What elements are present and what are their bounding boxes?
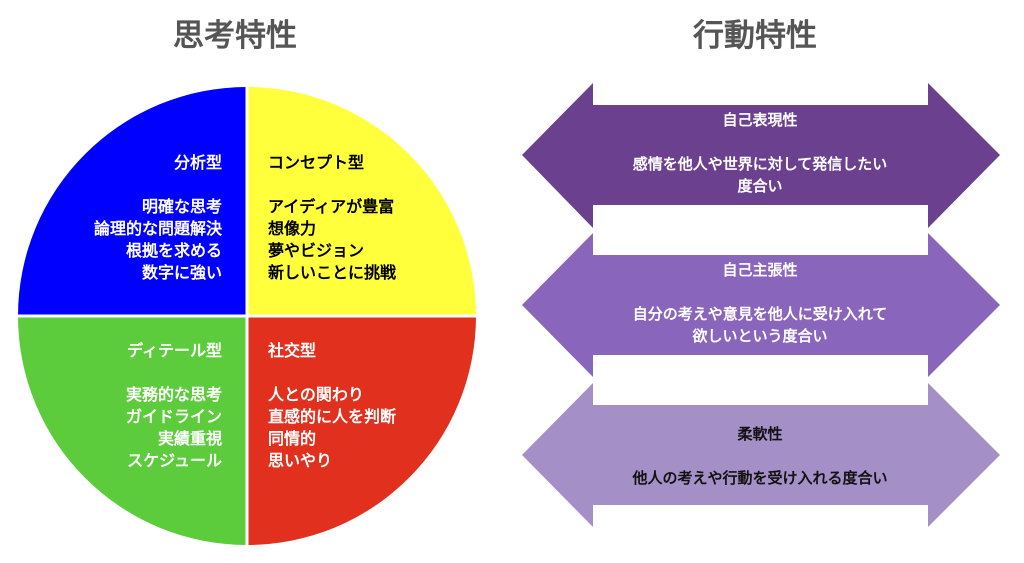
trait: 想像力 <box>268 219 317 238</box>
trait: 同情的 <box>268 429 317 448</box>
arrow-desc: 自分の考えや意見を他人に受け入れて <box>632 305 888 323</box>
quadrant-social <box>247 316 476 545</box>
trait: 論理的な問題解決 <box>93 219 222 238</box>
quadrant-conceptual <box>247 87 476 316</box>
detail-text: ディテール型 実務的な思考 ガイドライン 実績重視 スケジュール <box>126 340 222 472</box>
arrow-1-text: 自己表現性 感情を他人や世界に対して発信したい 度合い <box>560 109 960 197</box>
trait: ガイドライン <box>125 407 222 426</box>
trait: アイディアが豊富 <box>268 197 395 216</box>
behavior-title: 行動特性 <box>693 18 817 54</box>
trait: 直感的に人を判断 <box>268 407 397 426</box>
arrow-desc: 感情を他人や世界に対して発信したい <box>632 155 888 173</box>
thinking-title: 思考特性 <box>173 18 297 54</box>
arrow-title: 自己主張性 <box>722 261 798 279</box>
arrow-desc: 欲しいという度合い <box>692 327 828 345</box>
quadrant-name: ディテール型 <box>127 341 222 360</box>
trait: 実績重視 <box>157 429 222 448</box>
quadrant-name: コンセプト型 <box>268 153 365 172</box>
trait: 夢やビジョン <box>268 241 365 260</box>
quadrant-analytical <box>18 87 247 316</box>
arrow-self-assertion <box>522 233 1000 377</box>
arrow-desc: 他人の考えや行動を受け入れる度合い <box>632 469 888 487</box>
trait: 新しいことに挑戦 <box>268 263 397 282</box>
arrow-title: 自己表現性 <box>722 111 798 129</box>
quadrant-name: 社交型 <box>268 341 317 360</box>
quadrant-detail <box>18 316 247 545</box>
trait: 明確な思考 <box>141 197 222 216</box>
analytical-text: 分析型 明確な思考 論理的な問題解決 根拠を求める 数字に強い <box>94 152 222 284</box>
trait: 数字に強い <box>141 263 222 282</box>
arrow-2-text: 自己主張性 自分の考えや意見を他人に受け入れて 欲しいという度合い <box>560 259 960 347</box>
arrow-flexibility <box>522 383 1000 527</box>
arrow-3-text: 柔軟性 他人の考えや行動を受け入れる度合い <box>560 423 960 489</box>
trait: 実務的な思考 <box>125 385 222 404</box>
arrow-self-expression <box>522 83 1000 228</box>
social-text: 社交型 人との関わり 直感的に人を判断 同情的 思いやり <box>268 340 396 472</box>
trait: 人との関わり <box>268 385 364 404</box>
trait: スケジュール <box>127 451 222 470</box>
trait: 根拠を求める <box>125 241 222 260</box>
arrow-title: 柔軟性 <box>737 425 783 443</box>
quadrant-name: 分析型 <box>173 153 222 172</box>
trait: 思いやり <box>268 451 333 470</box>
conceptual-text: コンセプト型 アイディアが豊富 想像力 夢やビジョン 新しいことに挑戦 <box>268 152 396 284</box>
arrow-desc: 度合い <box>737 177 783 195</box>
